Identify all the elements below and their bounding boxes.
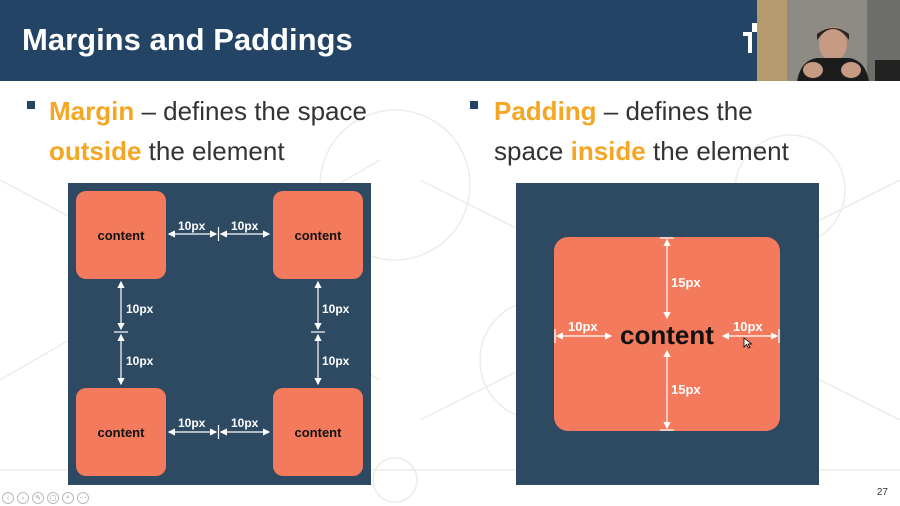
keyword-inside: inside	[570, 136, 646, 166]
margin-definition: Margin – defines the space outside the e…	[49, 96, 367, 166]
content-label-large: content	[620, 320, 714, 350]
zoom-icon[interactable]: ⌕	[62, 492, 74, 504]
bullet-marker	[470, 101, 478, 109]
term-margin: Margin	[49, 96, 135, 126]
margin-label: 10px	[178, 219, 206, 233]
slides-icon[interactable]: ▢	[47, 492, 59, 504]
padding-label-left: 10px	[568, 319, 598, 334]
margin-label: 10px	[231, 416, 259, 430]
webcam-overlay	[757, 0, 900, 81]
content-box	[273, 191, 363, 279]
keyword-outside: outside	[49, 136, 142, 166]
presentation-control-icons[interactable]: ‹ › ✎ ▢ ⌕ ⋯	[2, 492, 89, 504]
margin-label: 10px	[322, 302, 350, 316]
term-padding: Padding	[494, 96, 597, 126]
prev-slide-icon[interactable]: ‹	[2, 492, 14, 504]
page-number: 27	[876, 487, 888, 498]
padding-label-right: 10px	[733, 319, 763, 334]
margin-label: 10px	[126, 302, 154, 316]
margin-label: 10px	[231, 219, 259, 233]
margin-label: 10px	[126, 354, 154, 368]
margin-arrows	[114, 227, 325, 439]
content-box	[273, 388, 363, 476]
content-label: content	[294, 425, 342, 440]
next-slide-icon[interactable]: ›	[17, 492, 29, 504]
margin-label: 10px	[322, 354, 350, 368]
content-label: content	[97, 425, 145, 440]
padding-arrows	[554, 237, 780, 431]
content-label: content	[294, 228, 342, 243]
padding-definition: Padding – defines the space inside the e…	[494, 96, 789, 166]
margin-label: 10px	[178, 416, 206, 430]
content-box	[76, 191, 166, 279]
mouse-cursor-icon	[743, 337, 753, 349]
margin-diagram: content content content content	[68, 183, 371, 485]
more-icon[interactable]: ⋯	[77, 492, 89, 504]
slide-title: Margins and Paddings	[22, 22, 353, 57]
padding-diagram: content 15px 15px 10px 10px	[516, 183, 819, 485]
padding-label-top: 15px	[671, 275, 701, 290]
pen-icon[interactable]: ✎	[32, 492, 44, 504]
bullet-marker	[27, 101, 35, 109]
logo-mark	[743, 23, 761, 53]
content-box	[76, 388, 166, 476]
padding-label-bottom: 15px	[671, 382, 701, 397]
content-label: content	[97, 228, 145, 243]
